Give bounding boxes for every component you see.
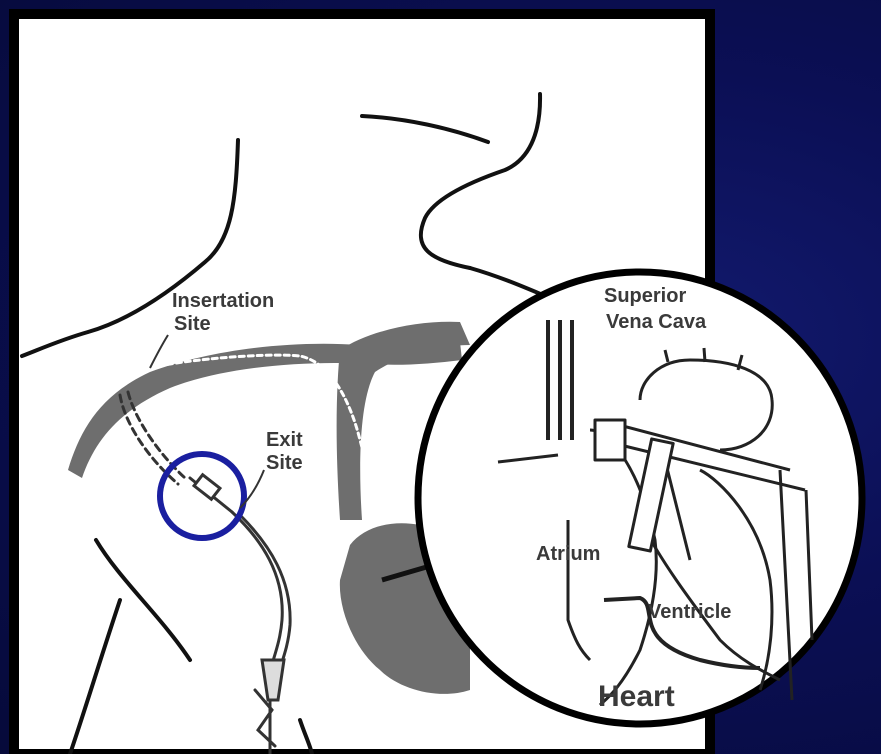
exit-site-label-line2: Site <box>266 452 303 474</box>
svc-label-line1: Superior <box>604 285 686 307</box>
ventricle-label: Ventricle <box>648 601 731 623</box>
insertion-site-label-line2: Site <box>174 313 211 335</box>
svc-label-line2: Vena Cava <box>606 311 707 333</box>
heart-label: Heart <box>598 680 675 713</box>
exit-site-label-line1: Exit <box>266 429 303 451</box>
atrium-label: Atrium <box>536 543 600 565</box>
heart-inset <box>418 272 862 724</box>
insertion-site-label-line1: Insertation <box>172 290 274 312</box>
